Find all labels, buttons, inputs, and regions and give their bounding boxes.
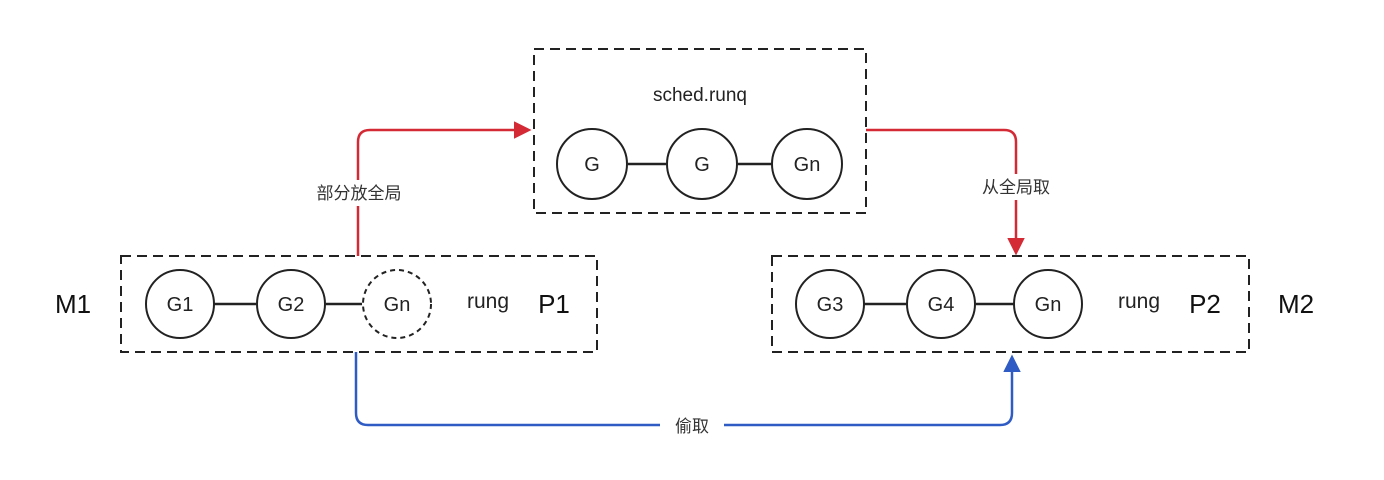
- arrow-from-global-label-bg: [962, 174, 1070, 200]
- p2-node-1: G3: [795, 269, 865, 339]
- global-node-1-label: G: [584, 154, 600, 176]
- global-runq-box: sched.runq G G Gn: [533, 48, 867, 214]
- global-node-2-label: G: [694, 154, 710, 176]
- global-node-3: Gn: [771, 128, 843, 200]
- p2-node-3-label: Gn: [1035, 294, 1062, 316]
- p2-queue-label: rung: [1118, 290, 1160, 313]
- p2-node-3: Gn: [1013, 269, 1083, 339]
- arrow-to-global-label: 部分放全局: [317, 184, 402, 204]
- global-node-3-label: Gn: [794, 154, 821, 176]
- p1-node-1: G1: [145, 269, 215, 339]
- m2-machine-label: M2: [1278, 289, 1314, 319]
- p1-runq-box: G1 G2 Gn rung P1: [120, 255, 598, 353]
- arrow-from-global: [866, 128, 1025, 256]
- p2-processor-label: P2: [1189, 289, 1221, 319]
- p2-node-2-label: G4: [928, 294, 955, 316]
- p1-node-2: G2: [256, 269, 326, 339]
- p2-node-2: G4: [906, 269, 976, 339]
- p1-node-2-label: G2: [278, 294, 305, 316]
- p2-runq-box: G3 G4 Gn rung P2: [771, 255, 1250, 353]
- global-runq-title: sched.runq: [653, 85, 747, 106]
- p1-node-1-label: G1: [167, 294, 194, 316]
- p1-node-3-label: Gn: [384, 294, 411, 316]
- p1-processor-label: P1: [538, 289, 570, 319]
- global-node-1: G: [556, 128, 628, 200]
- arrow-steal-label: 偷取: [675, 417, 709, 437]
- arrow-steal-label-bg: [660, 413, 724, 439]
- arrow-to-global-label-bg: [298, 180, 420, 206]
- p2-node-1-label: G3: [817, 294, 844, 316]
- arrow-from-global-label: 从全局取: [982, 178, 1050, 198]
- m1-machine-label: M1: [55, 289, 91, 319]
- p1-node-3-dashed: Gn: [362, 269, 432, 339]
- arrow-to-global: [356, 121, 532, 256]
- global-node-2: G: [666, 128, 738, 200]
- p1-queue-label: rung: [467, 290, 509, 313]
